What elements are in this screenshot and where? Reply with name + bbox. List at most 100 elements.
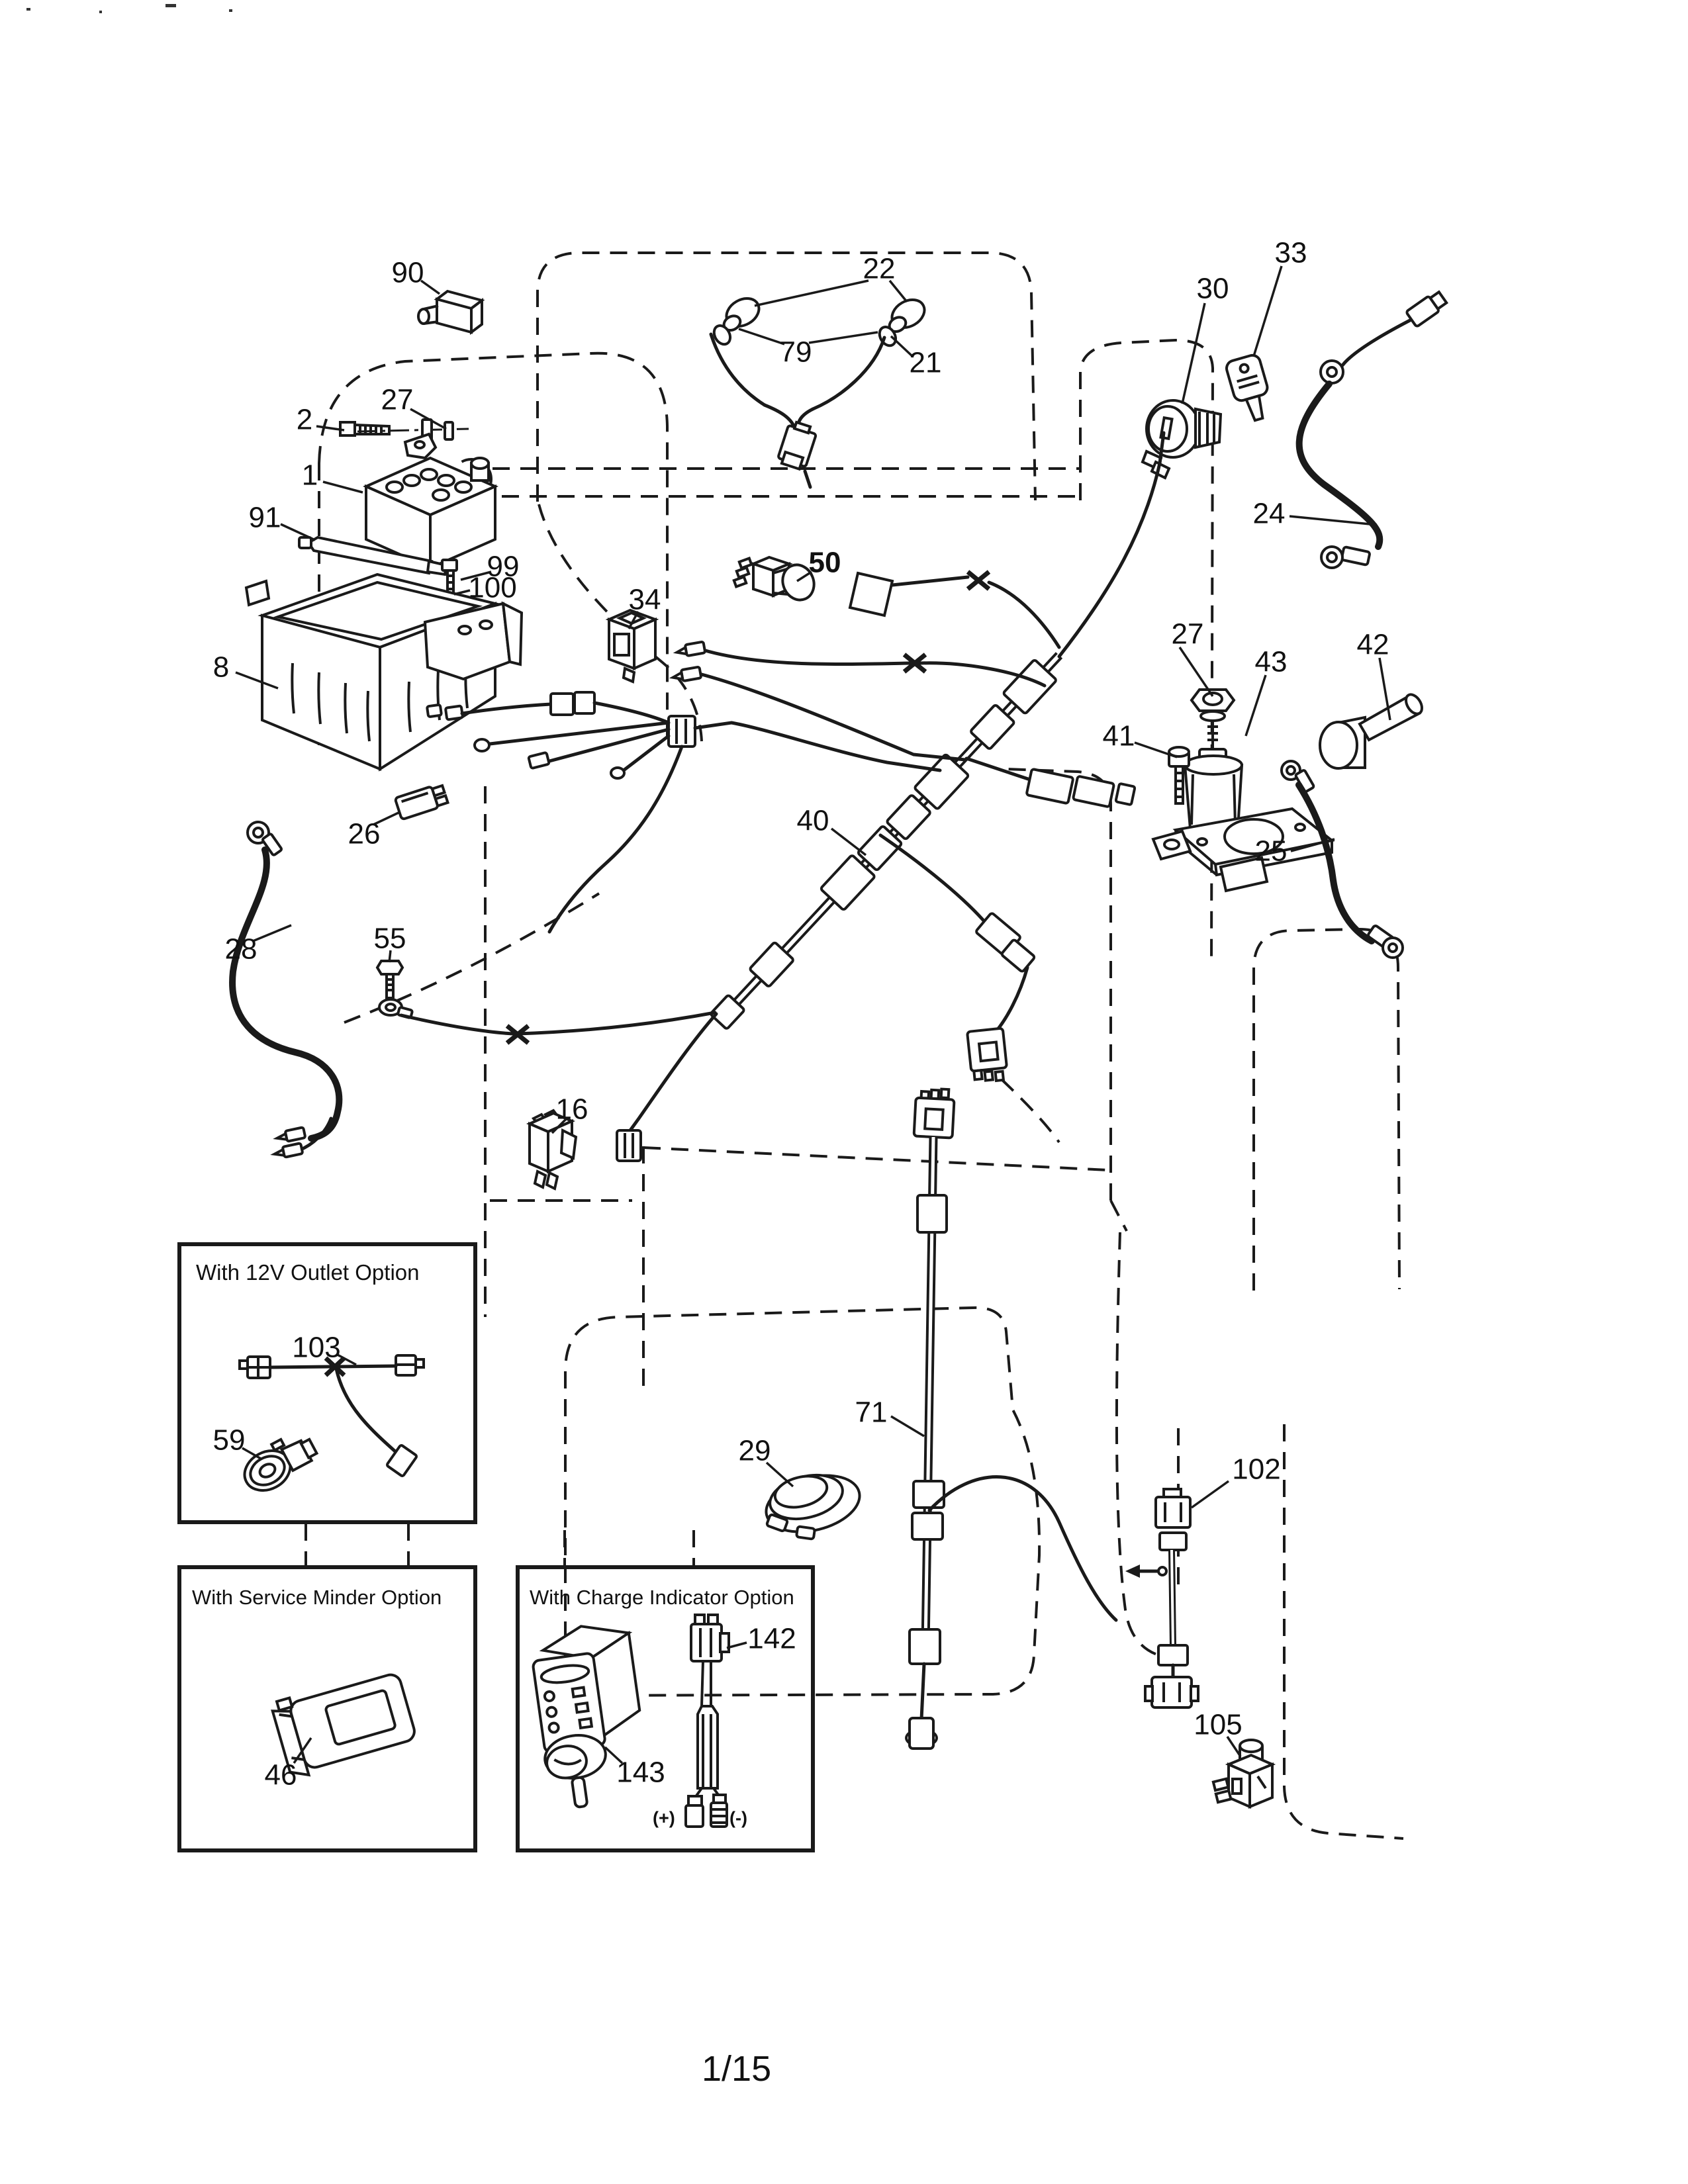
branch-down-chain bbox=[878, 833, 990, 927]
leader-line-30 bbox=[1181, 302, 1206, 404]
part-50-switch bbox=[732, 555, 816, 602]
part-103-outlet-harness bbox=[238, 1354, 425, 1477]
polarity-minus-label: (-) bbox=[729, 1808, 747, 1828]
cable-71-branch bbox=[927, 1475, 1118, 1622]
fuse-holder-chain bbox=[426, 691, 671, 725]
option-box-12v-title: With 12V Outlet Option bbox=[196, 1260, 420, 1285]
splice-markers bbox=[324, 570, 991, 1377]
part-43-solenoid bbox=[1151, 748, 1335, 893]
part-label-100: 100 bbox=[468, 572, 516, 604]
rear-bracket-outline bbox=[1115, 1232, 1175, 1660]
part-34-switch bbox=[605, 608, 659, 684]
leader-line-79 bbox=[738, 328, 785, 345]
part-label-50: 50 bbox=[809, 547, 841, 579]
leader-line-26 bbox=[373, 811, 399, 826]
leader-line-91 bbox=[280, 523, 316, 541]
part-label-91: 91 bbox=[249, 502, 281, 534]
part-label-90: 90 bbox=[392, 257, 424, 289]
part-71-battery-cable bbox=[905, 1136, 1118, 1750]
part-55-screw bbox=[375, 960, 414, 1019]
leader-line-43 bbox=[1244, 674, 1267, 737]
leader-line-143 bbox=[604, 1746, 624, 1764]
harness-plug-a bbox=[966, 1026, 1008, 1083]
headlight-connector bbox=[777, 420, 818, 471]
leader-line-41 bbox=[1134, 741, 1178, 758]
part-1-battery bbox=[363, 432, 498, 570]
leader-line-46 bbox=[293, 1737, 312, 1764]
leader-line-27 bbox=[1178, 647, 1214, 697]
part-label-27: 27 bbox=[1172, 618, 1204, 651]
ignition-switch bbox=[1141, 399, 1223, 480]
leader-line-28 bbox=[252, 924, 292, 942]
part-label-41: 41 bbox=[1103, 720, 1135, 752]
part-label-30: 30 bbox=[1197, 273, 1229, 305]
interlock-wire-horizontal bbox=[399, 1011, 717, 1036]
leader-line-102 bbox=[1190, 1480, 1230, 1509]
leader-line-24 bbox=[1289, 515, 1378, 526]
leader-line-100 bbox=[453, 589, 471, 596]
headlight-bulb-left bbox=[712, 297, 761, 346]
seat-support-link bbox=[1109, 1200, 1128, 1232]
branch-x2 bbox=[701, 648, 1047, 688]
harness-fan-connector bbox=[473, 715, 942, 934]
part-label-43: 43 bbox=[1255, 646, 1288, 678]
battery-terminal bbox=[470, 457, 490, 482]
branch-to-ignition bbox=[1057, 431, 1166, 659]
leader-line-55 bbox=[388, 950, 392, 963]
ground-wire-24 bbox=[1295, 290, 1449, 569]
leader-line-8 bbox=[235, 671, 279, 690]
part-143-charge-meter bbox=[532, 1625, 641, 1809]
mounting-plate bbox=[848, 571, 970, 617]
leader-line-103 bbox=[336, 1353, 357, 1366]
ignition-key bbox=[1225, 353, 1269, 422]
part-label-143: 143 bbox=[616, 1756, 665, 1789]
option-box-service-title: With Service Minder Option bbox=[192, 1586, 442, 1609]
part-label-46: 46 bbox=[265, 1759, 297, 1792]
part-label-142: 142 bbox=[747, 1623, 796, 1655]
terminal-upper bbox=[673, 640, 706, 657]
leader-line-29 bbox=[765, 1461, 794, 1488]
harness-plug-b bbox=[912, 1087, 956, 1140]
leader-line-22 bbox=[754, 279, 869, 307]
part-label-33: 33 bbox=[1275, 237, 1307, 269]
part-label-2: 2 bbox=[297, 404, 312, 436]
part-label-103: 103 bbox=[292, 1332, 340, 1364]
part-label-16: 16 bbox=[556, 1093, 588, 1126]
solenoid-stud bbox=[1207, 721, 1218, 749]
part-label-102: 102 bbox=[1232, 1453, 1280, 1486]
part-16-switch bbox=[526, 1109, 578, 1191]
part-label-27: 27 bbox=[381, 384, 414, 416]
leader-line-25 bbox=[1290, 838, 1335, 852]
part-90-connector-cover bbox=[417, 289, 485, 335]
adjust-arrow bbox=[1125, 1565, 1168, 1578]
battery-box-bracket bbox=[423, 601, 524, 681]
part-label-24: 24 bbox=[1253, 498, 1286, 530]
part-40-main-harness bbox=[669, 431, 1166, 1033]
battery-box-tab bbox=[244, 579, 271, 607]
part-28-ground-cable bbox=[229, 821, 343, 1159]
part-29-grommet bbox=[765, 1474, 861, 1541]
option-box-charge-indicator: With Charge Indicator Option bbox=[516, 1565, 815, 1852]
branch-x1 bbox=[987, 580, 1061, 649]
part-142-charge-wire: (+) (-) bbox=[653, 1614, 747, 1828]
headlight-bulb-right bbox=[878, 298, 926, 347]
part-2-bolt bbox=[339, 421, 391, 437]
part-27-nut-solenoid bbox=[1190, 688, 1236, 722]
plug-guide-diagonal bbox=[1000, 1077, 1060, 1144]
floor-line bbox=[643, 1146, 1109, 1171]
part-25-solenoid-cable bbox=[1280, 760, 1404, 959]
leader-line-33 bbox=[1252, 265, 1283, 357]
page-indicator: 1/15 bbox=[702, 2049, 771, 2089]
leader-line-79 bbox=[808, 331, 878, 344]
part-label-40: 40 bbox=[797, 805, 829, 837]
terminal-lower bbox=[669, 665, 702, 682]
seat-switch-plug bbox=[616, 1129, 642, 1162]
leader-line-59 bbox=[242, 1447, 261, 1460]
option-box-charge-title: With Charge Indicator Option bbox=[530, 1586, 794, 1609]
part-label-8: 8 bbox=[213, 651, 229, 684]
part-label-26: 26 bbox=[348, 818, 381, 850]
part-label-79: 79 bbox=[780, 336, 812, 369]
